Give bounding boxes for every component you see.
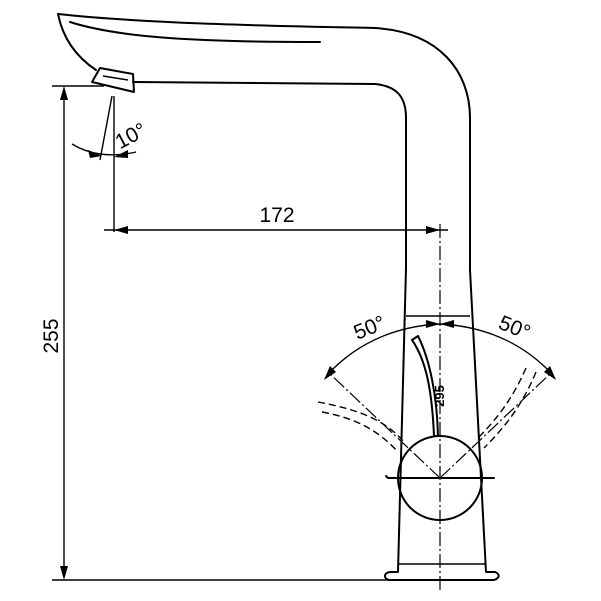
swing-arrow-left-end <box>324 366 336 380</box>
hub-block <box>385 475 495 479</box>
dimension-tilt: 10° <box>71 95 151 161</box>
tilt-arc <box>71 143 137 156</box>
swing-label-right: 50° <box>495 311 533 344</box>
tilt-arrow-left <box>88 150 102 158</box>
lever-left-axis <box>327 371 441 479</box>
dimension-reach: 172 <box>104 96 448 234</box>
spout-tip-underside <box>57 13 97 71</box>
dimension-height: 255 <box>40 85 392 581</box>
centerlines <box>327 224 553 592</box>
reach-arrow-left <box>114 226 128 234</box>
swing-arrow-mid-right <box>440 320 454 328</box>
height-label: 255 <box>40 318 63 353</box>
lever-assembly <box>317 335 537 521</box>
swing-arrow-mid-left <box>426 320 440 328</box>
spout-top-outline <box>57 13 500 581</box>
height-arrow-bottom <box>60 566 68 580</box>
faucet-body <box>57 13 500 581</box>
lever-left-dashed <box>317 401 405 453</box>
lever-right-dashed <box>475 367 537 449</box>
aerator-detail <box>102 75 129 81</box>
tilt-arrow-right <box>114 150 128 158</box>
handle-offset-label: 295 <box>432 385 447 407</box>
lever-center <box>411 335 439 437</box>
height-arrow-top <box>60 86 68 100</box>
reach-arrow-right <box>426 226 440 234</box>
aerator <box>91 67 135 93</box>
tilt-line-angled <box>99 95 113 161</box>
dimension-handle-offset: 295 <box>432 385 447 407</box>
tilt-label: 10° <box>112 119 151 154</box>
lever-right-axis <box>439 371 553 479</box>
spout-inner-line <box>69 21 321 43</box>
reach-label: 172 <box>259 204 294 227</box>
swing-label-left: 50° <box>351 311 389 344</box>
swing-arrow-right-end <box>544 366 556 380</box>
